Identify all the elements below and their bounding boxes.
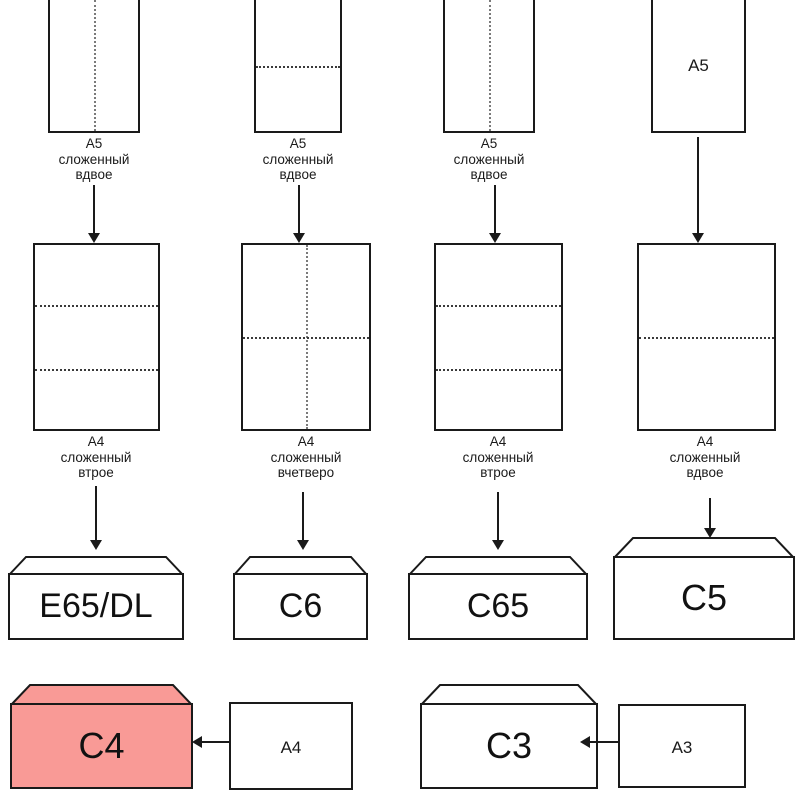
fold-line-horizontal-upper [436,305,561,307]
envelope-body: C65 [408,573,588,640]
sheet-a4-col1 [33,243,160,431]
envelope-label: C3 [485,725,533,766]
sheet-label-a3: A3 [671,738,693,757]
arrow-col3-mid-to-envelope [491,492,505,550]
fold-line-horizontal-lower [436,369,561,371]
sheet-a5-col2 [254,0,342,133]
arrow-a3-to-c3 [580,735,620,749]
sheet-a4-col4 [637,243,776,431]
arrow-col1-mid-to-envelope [89,486,103,550]
envelope-label: C4 [78,725,125,766]
sheet-label-a5: A5 [688,56,709,75]
sheet-label-a4: A4 [280,738,302,757]
caption-col2-mid: A4 сложенный вчетверо [270,434,342,480]
caption-col1-top: A5 сложенный вдвое [58,136,130,182]
caption-col1-mid: A4 сложенный втрое [60,434,132,480]
sheet-a5-col3 [443,0,535,133]
arrow-a4-to-c4 [192,735,232,749]
fold-line-vertical [489,0,491,131]
arrow-col3-top-to-mid [488,185,502,243]
envelope-label: C5 [680,577,728,618]
fold-line-vertical [94,0,96,131]
envelope-label: C65 [466,587,530,625]
sheet-a5-col4: A5 [651,0,746,133]
sheet-a3-bottom: A3 [618,704,746,788]
connector-col4-top [697,137,699,205]
fold-line-horizontal [639,337,774,339]
envelope-body: C5 [613,556,795,640]
envelope-body: E65/DL [8,573,184,640]
caption-col3-mid: A4 сложенный втрое [462,434,534,480]
arrow-col1-top-to-mid [87,185,101,243]
envelope-c4: C4 [10,684,193,789]
envelope-c6: C6 [233,556,368,640]
arrow-col2-top-to-mid [292,185,306,243]
caption-col3-top: A5 сложенный вдвое [453,136,525,182]
fold-line-horizontal-lower [35,369,158,371]
envelope-body: C6 [233,573,368,640]
sheet-a4-bottom: A4 [229,702,353,790]
fold-line-horizontal [243,337,369,339]
envelope-c3: C3 [420,684,598,789]
fold-line-horizontal [256,66,340,68]
sheet-a4-col3 [434,243,563,431]
fold-line-horizontal-upper [35,305,158,307]
arrow-col4-mid-to-envelope [703,498,717,538]
arrow-col2-mid-to-envelope [296,492,310,550]
envelope-body: C3 [420,703,598,789]
caption-col2-top: A5 сложенный вдвое [262,136,334,182]
envelope-c65: C65 [408,556,588,640]
sheet-a4-col2 [241,243,371,431]
envelope-e65dl: E65/DL [8,556,184,640]
sheet-a5-col1 [48,0,140,133]
envelope-label: E65/DL [39,587,153,625]
envelope-body: C4 [10,703,193,789]
envelope-label: C6 [278,587,323,625]
caption-col4-mid: A4 сложенный вдвое [669,434,741,480]
envelope-c5: C5 [613,537,795,640]
arrow-col4-top-to-mid [691,205,705,243]
